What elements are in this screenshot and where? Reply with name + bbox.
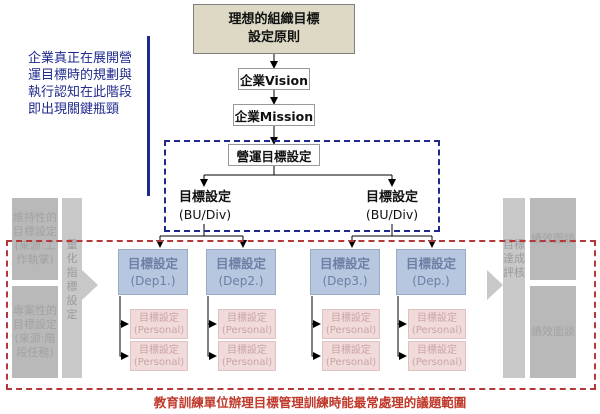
dep-box-3-title: 目標設定 bbox=[319, 256, 370, 271]
personal-box: 目標設定 (Personal) bbox=[408, 341, 466, 371]
personal-title: 目標設定 bbox=[227, 345, 267, 356]
mission-box: 企業Mission bbox=[233, 104, 315, 126]
personal-title: 目標設定 bbox=[417, 313, 457, 324]
dep-box-4: 目標設定 (Dep.) bbox=[396, 249, 466, 295]
personal-title: 目標設定 bbox=[331, 313, 371, 324]
bu-right-box: 目標設定 (BU/Div) bbox=[357, 188, 427, 223]
dep-box-1: 目標設定 (Dep1.) bbox=[118, 249, 188, 295]
dep-box-2: 目標設定 (Dep2.) bbox=[206, 249, 276, 295]
personal-title: 目標設定 bbox=[227, 313, 267, 324]
dep-box-1-title: 目標設定 bbox=[127, 256, 178, 271]
dep-box-4-title: 目標設定 bbox=[405, 256, 456, 271]
bu-right-title: 目標設定 bbox=[365, 190, 418, 205]
dep-box-3-sub: (Dep3.) bbox=[322, 274, 368, 288]
note-bracket bbox=[147, 36, 150, 196]
principle-title-line1: 理想的組織目標 bbox=[228, 12, 320, 27]
left-bottom-cell: 專案性的目標設定(來源:階段任務) bbox=[12, 286, 58, 378]
personal-sub: (Personal) bbox=[133, 325, 185, 336]
left-metric-column: 量化指標設定 bbox=[62, 198, 82, 378]
arrow-dep4-personal-b bbox=[397, 324, 407, 360]
personal-title: 目標設定 bbox=[417, 345, 457, 356]
bottleneck-note: 企業真正在展開營運目標時的規劃與執行認知在此階段即出現關鍵瓶頸 bbox=[28, 51, 133, 117]
personal-box: 目標設定 (Personal) bbox=[408, 309, 466, 339]
personal-sub: (Personal) bbox=[325, 357, 377, 368]
bu-left-sub: (BU/Div) bbox=[178, 207, 232, 222]
arrow-dep1-personal-b bbox=[119, 324, 129, 360]
dep-box-1-sub: (Dep1.) bbox=[130, 274, 176, 288]
personal-sub: (Personal) bbox=[325, 325, 377, 336]
personal-sub: (Personal) bbox=[133, 357, 185, 368]
personal-box: 目標設定 (Personal) bbox=[322, 309, 380, 339]
personal-title: 目標設定 bbox=[139, 345, 179, 356]
scope-caption: 教育訓練單位辦理目標管理訓練時能最常處理的議題範圍 bbox=[110, 392, 510, 411]
bu-left-title: 目標設定 bbox=[178, 190, 231, 205]
principle-title-line2: 設定原則 bbox=[247, 30, 300, 45]
personal-title: 目標設定 bbox=[139, 313, 179, 324]
personal-sub: (Personal) bbox=[221, 325, 273, 336]
red-dashed-region bbox=[6, 240, 596, 390]
personal-box: 目標設定 (Personal) bbox=[218, 309, 276, 339]
personal-box: 目標設定 (Personal) bbox=[130, 309, 188, 339]
gray-arrow-right bbox=[487, 270, 503, 300]
dep-box-2-title: 目標設定 bbox=[215, 256, 266, 271]
personal-sub: (Personal) bbox=[411, 325, 463, 336]
personal-box: 目標設定 (Personal) bbox=[322, 341, 380, 371]
arrow-dep3-personal-b bbox=[311, 324, 321, 360]
principle-title-box: 理想的組織目標 設定原則 bbox=[193, 4, 355, 54]
left-top-cell: 維持性的目標設定(來源:工作執掌) bbox=[12, 198, 58, 280]
bu-right-sub: (BU/Div) bbox=[365, 207, 419, 222]
personal-sub: (Personal) bbox=[221, 357, 273, 368]
personal-box: 目標設定 (Personal) bbox=[130, 341, 188, 371]
personal-title: 目標設定 bbox=[331, 345, 371, 356]
dep-box-4-sub: (Dep.) bbox=[412, 274, 450, 288]
operations-goal-box: 營運目標設定 bbox=[228, 144, 320, 166]
arrow-dep2-personal-b bbox=[207, 324, 217, 360]
vision-box: 企業Vision bbox=[238, 68, 310, 90]
right-bottom-cell: 績效面談 bbox=[530, 286, 576, 378]
blue-dashed-region bbox=[164, 140, 440, 232]
personal-box: 目標設定 (Personal) bbox=[218, 341, 276, 371]
dep-box-3: 目標設定 (Dep3.) bbox=[310, 249, 380, 295]
gray-arrow-left bbox=[82, 270, 98, 300]
personal-sub: (Personal) bbox=[411, 357, 463, 368]
dep-box-2-sub: (Dep2.) bbox=[218, 274, 264, 288]
bu-left-box: 目標設定 (BU/Div) bbox=[170, 188, 240, 223]
